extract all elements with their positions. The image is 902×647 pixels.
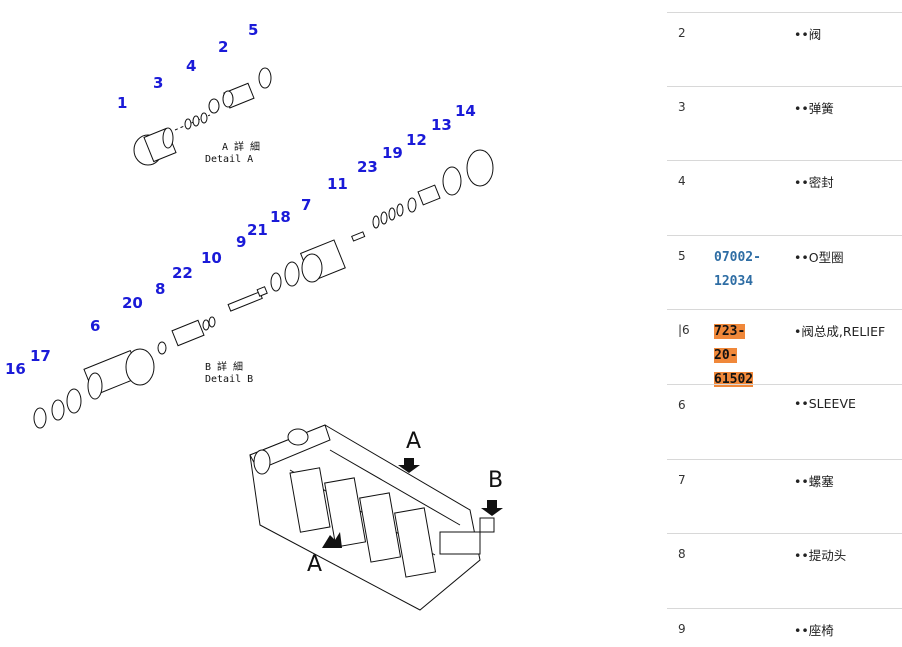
callout-4[interactable]: 4 [186, 57, 196, 75]
part-number-line1: 07002- [714, 250, 761, 265]
callout-6[interactable]: 6 [90, 317, 100, 335]
callout-20[interactable]: 20 [122, 294, 143, 312]
callout-22[interactable]: 22 [172, 264, 193, 282]
detail-b-sublabel: Detail B [205, 374, 253, 385]
table-row[interactable]: 6 ••SLEEVE [667, 384, 902, 460]
part-name: ••阀 [794, 27, 822, 42]
part-number-line1: 723-20- [714, 324, 746, 363]
callout-7[interactable]: 7 [301, 196, 311, 214]
callout-13[interactable]: 13 [431, 116, 452, 134]
callout-2[interactable]: 2 [218, 38, 228, 56]
part-name: ••密封 [794, 175, 834, 190]
table-row-highlighted[interactable]: |6 723-20- 61502 •阀总成,RELIEF [667, 309, 902, 387]
callout-5[interactable]: 5 [248, 21, 258, 39]
table-row[interactable]: 4 ••密封 [667, 160, 902, 236]
detail-a-label: A 詳 細 [222, 140, 260, 153]
row-number: 9 [678, 622, 686, 636]
table-row[interactable]: 5 07002- 12034 ••O型圈 [667, 235, 902, 310]
view-marker-a-lower: A [307, 552, 322, 577]
table-row[interactable]: 9 ••座椅 [667, 608, 902, 644]
diagram-svg: A 詳 細 Detail A B 詳 細 Detail B A A B 1 2 … [5, 21, 503, 611]
detail-a-assembly [133, 67, 272, 166]
row-number: 3 [678, 100, 686, 114]
callout-numbers: 1 2 3 4 5 6 7 8 9 10 11 12 13 14 16 17 1… [5, 21, 476, 378]
table-row[interactable]: 3 ••弹簧 [667, 86, 902, 161]
detail-b-label: B 詳 細 [205, 360, 243, 373]
row-number: 5 [678, 249, 686, 263]
callout-9[interactable]: 9 [236, 233, 246, 251]
part-name: ••螺塞 [794, 474, 834, 489]
row-number: 7 [678, 473, 686, 487]
callout-8[interactable]: 8 [155, 280, 165, 298]
detail-b-assembly [33, 149, 494, 429]
part-number-link[interactable]: 07002- 12034 [714, 246, 764, 294]
table-row[interactable]: 2 ••阀 [667, 12, 902, 87]
table-row[interactable]: 7 ••螺塞 [667, 459, 902, 534]
detail-a-sublabel: Detail A [205, 154, 253, 165]
callout-10[interactable]: 10 [201, 249, 222, 267]
callout-3[interactable]: 3 [153, 74, 163, 92]
part-number-line2: 61502 [714, 372, 754, 387]
part-name: ••弹簧 [794, 101, 834, 116]
view-marker-a: A [406, 429, 421, 454]
row-number: |6 [678, 323, 690, 337]
callout-1[interactable]: 1 [117, 94, 127, 112]
control-valve-body [249, 424, 503, 611]
callout-12[interactable]: 12 [406, 131, 427, 149]
callout-17[interactable]: 17 [30, 347, 51, 365]
callout-11[interactable]: 11 [327, 175, 348, 193]
callout-18[interactable]: 18 [270, 208, 291, 226]
part-number-highlight[interactable]: 723-20- 61502 [714, 320, 764, 392]
table-row[interactable]: 8 ••提动头 [667, 533, 902, 609]
part-number-line2: 12034 [714, 274, 754, 289]
callout-14[interactable]: 14 [455, 102, 476, 120]
row-number: 8 [678, 547, 686, 561]
part-name: ••O型圈 [794, 250, 844, 265]
part-name: ••SLEEVE [794, 396, 856, 411]
part-name: •阀总成,RELIEF [794, 324, 886, 339]
callout-23[interactable]: 23 [357, 158, 378, 176]
part-name: ••座椅 [794, 623, 834, 638]
row-number: 2 [678, 26, 686, 40]
view-marker-b: B [488, 468, 503, 493]
row-number: 4 [678, 174, 686, 188]
callout-21[interactable]: 21 [247, 221, 268, 239]
parts-table: 2 ••阀 3 ••弹簧 4 ••密封 5 07002- 12034 ••O型圈… [667, 0, 902, 643]
callout-16[interactable]: 16 [5, 360, 26, 378]
callout-19[interactable]: 19 [382, 144, 403, 162]
exploded-parts-diagram: A 詳 細 Detail A B 詳 細 Detail B A A B 1 2 … [5, 21, 503, 611]
row-number: 6 [678, 398, 686, 412]
part-name: ••提动头 [794, 548, 847, 563]
